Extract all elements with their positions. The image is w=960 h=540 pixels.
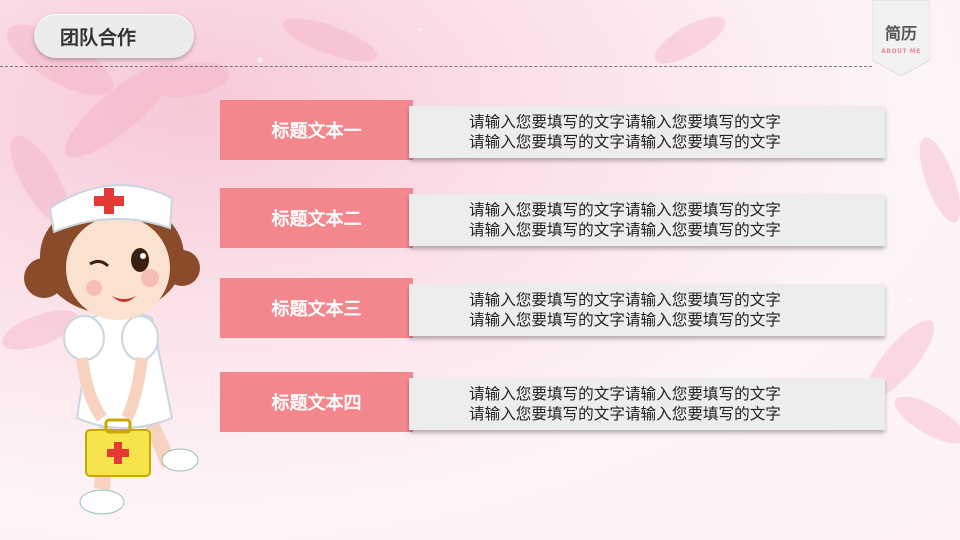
list-item: 标题文本二 请输入您要填写的文字请输入您要填写的文字 请输入您要填写的文字请输入… [220,188,886,250]
row-text-line: 请输入您要填写的文字请输入您要填写的文字 [469,405,781,423]
list-item: 标题文本三 请输入您要填写的文字请输入您要填写的文字 请输入您要填写的文字请输入… [220,278,886,340]
nurse-illustration [24,184,200,515]
row-title: 标题文本一 [220,100,413,160]
row-text-line: 请输入您要填写的文字请输入您要填写的文字 [469,113,781,131]
row-text-line: 请输入您要填写的文字请输入您要填写的文字 [469,311,781,329]
header-divider [0,66,872,67]
row-text-line: 请输入您要填写的文字请输入您要填写的文字 [469,385,781,403]
row-title: 标题文本二 [220,188,413,248]
row-text: 请输入您要填写的文字请输入您要填写的文字 请输入您要填写的文字请输入您要填写的文… [409,378,885,430]
row-text: 请输入您要填写的文字请输入您要填写的文字 请输入您要填写的文字请输入您要填写的文… [409,284,885,336]
row-text-line: 请输入您要填写的文字请输入您要填写的文字 [469,221,781,239]
row-text-line: 请输入您要填写的文字请输入您要填写的文字 [469,201,781,219]
row-text: 请输入您要填写的文字请输入您要填写的文字 请输入您要填写的文字请输入您要填写的文… [409,194,885,246]
page-title: 团队合作 [34,14,194,58]
row-text-line: 请输入您要填写的文字请输入您要填写的文字 [469,133,781,151]
row-text: 请输入您要填写的文字请输入您要填写的文字 请输入您要填写的文字请输入您要填写的文… [409,106,885,158]
list-item: 标题文本四 请输入您要填写的文字请输入您要填写的文字 请输入您要填写的文字请输入… [220,372,886,434]
row-title: 标题文本四 [220,372,413,432]
bookmark-icon [872,0,930,76]
resume-badge: 简历 ABOUT ME [872,0,930,76]
row-title: 标题文本三 [220,278,413,338]
row-text-line: 请输入您要填写的文字请输入您要填写的文字 [469,291,781,309]
badge-title: 简历 [884,24,917,43]
list-item: 标题文本一 请输入您要填写的文字请输入您要填写的文字 请输入您要填写的文字请输入… [220,100,886,162]
badge-subtitle: ABOUT ME [881,48,921,55]
